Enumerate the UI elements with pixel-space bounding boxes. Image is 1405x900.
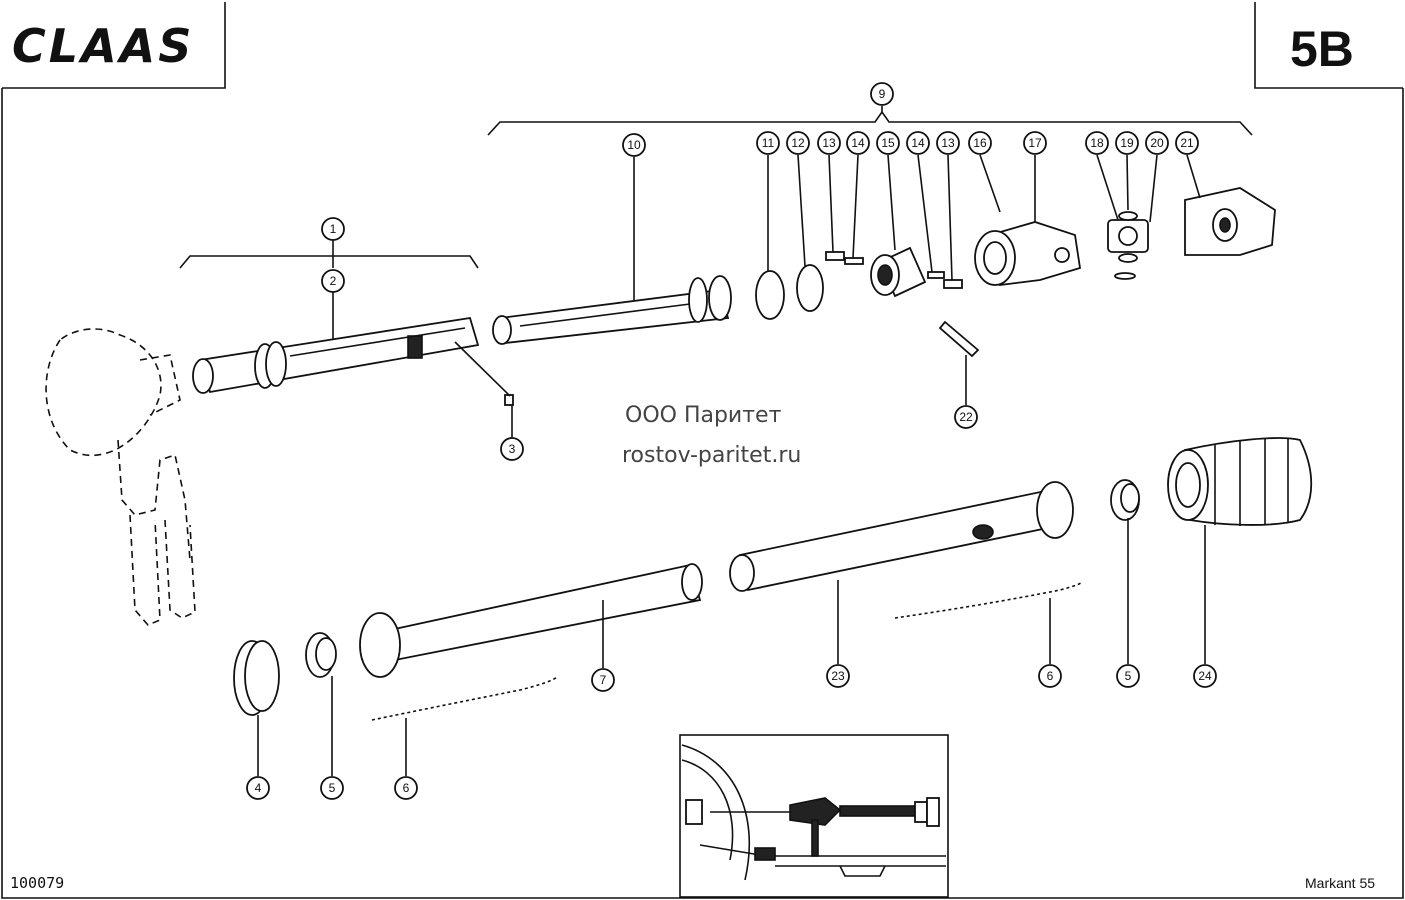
callout-6-left: 6	[394, 776, 418, 800]
part-outer-profile-tube	[492, 275, 732, 345]
group-bracket-9	[487, 110, 1253, 136]
callout-13-a: 13	[817, 131, 841, 155]
callout-11: 11	[756, 131, 780, 155]
part-protective-bellows	[1167, 437, 1313, 526]
part-safety-chain-left	[371, 675, 559, 721]
callout-24: 24	[1193, 664, 1217, 688]
group-bracket-1	[179, 255, 479, 269]
callout-label: 4	[255, 781, 262, 795]
callout-10: 10	[622, 133, 646, 157]
part-safety-chain-right	[894, 581, 1083, 619]
callout-5-left: 5	[320, 776, 344, 800]
part-guard-tube-inner	[729, 481, 1074, 592]
callout-label: 14	[911, 136, 925, 150]
callout-label: 9	[879, 87, 886, 101]
callout-label: 22	[959, 410, 973, 424]
callout-2: 2	[321, 269, 345, 293]
callout-14-a: 14	[846, 131, 870, 155]
callout-label: 5	[329, 781, 336, 795]
part-guard-tube-outer	[359, 563, 703, 678]
callout-14-b: 14	[906, 131, 930, 155]
callout-label: 13	[941, 136, 955, 150]
callout-7: 7	[591, 668, 615, 692]
callout-label: 18	[1090, 136, 1104, 150]
callout-5-right: 5	[1116, 664, 1140, 688]
part-pin-14a	[844, 257, 864, 265]
part-key-13a	[825, 251, 845, 261]
callout-18: 18	[1085, 131, 1109, 155]
callout-label: 24	[1198, 669, 1212, 683]
part-grease-nipple	[504, 394, 514, 406]
callout-4: 4	[246, 776, 270, 800]
callout-label: 6	[403, 781, 410, 795]
callout-label: 12	[791, 136, 805, 150]
callout-label: 10	[627, 138, 641, 152]
part-bearing-ring	[233, 640, 280, 716]
callout-label: 7	[600, 673, 607, 687]
callout-15: 15	[876, 131, 900, 155]
callout-3: 3	[500, 437, 524, 461]
callout-label: 21	[1180, 136, 1194, 150]
part-inner-profile-tube	[192, 316, 480, 394]
part-yoke	[974, 221, 1082, 286]
model-name: Markant 55	[1305, 875, 1375, 891]
page-code: 5B	[1290, 21, 1354, 77]
callout-label: 2	[330, 274, 337, 288]
part-key-13b	[943, 279, 963, 289]
inset-location-view	[679, 734, 949, 898]
callout-6-right: 6	[1038, 664, 1062, 688]
part-sliding-sleeve	[870, 246, 927, 298]
part-ring	[796, 264, 824, 312]
callout-9: 9	[870, 82, 894, 106]
part-guard-bearing-right	[1110, 479, 1140, 521]
callout-label: 6	[1047, 669, 1054, 683]
callout-label: 11	[762, 136, 775, 150]
callout-label: 19	[1120, 136, 1134, 150]
callout-22: 22	[954, 405, 978, 429]
callout-19: 19	[1115, 131, 1139, 155]
tractor-hitch-outline	[45, 328, 196, 626]
callout-12: 12	[786, 131, 810, 155]
callout-label: 15	[881, 136, 895, 150]
callout-23: 23	[826, 664, 850, 688]
part-pin-14b	[927, 271, 945, 279]
callout-label: 20	[1150, 136, 1164, 150]
callout-17: 17	[1023, 131, 1047, 155]
drawing-number: 100079	[10, 874, 64, 892]
callout-label: 3	[509, 442, 516, 456]
part-cross-joint	[1107, 211, 1149, 280]
callout-label: 17	[1028, 136, 1042, 150]
callout-1: 1	[321, 217, 345, 241]
callout-label: 14	[851, 136, 865, 150]
part-yoke-end	[1184, 187, 1276, 256]
watermark-company: ООО Паритет	[625, 403, 782, 428]
callout-21: 21	[1175, 131, 1199, 155]
watermark-url: rostov-paritet.ru	[622, 443, 801, 468]
part-guard-bearing-left	[305, 632, 337, 678]
callout-20: 20	[1145, 131, 1169, 155]
brand-logo: CLAAS	[12, 19, 194, 73]
callout-label: 13	[822, 136, 836, 150]
part-roll-pin	[938, 320, 980, 358]
part-circlip	[755, 270, 785, 320]
callout-label: 5	[1125, 669, 1132, 683]
callout-16: 16	[968, 131, 992, 155]
callout-label: 16	[973, 136, 987, 150]
callout-13-b: 13	[936, 131, 960, 155]
callout-label: 23	[831, 669, 845, 683]
callout-label: 1	[330, 222, 337, 236]
leader-lines	[257, 106, 1206, 776]
